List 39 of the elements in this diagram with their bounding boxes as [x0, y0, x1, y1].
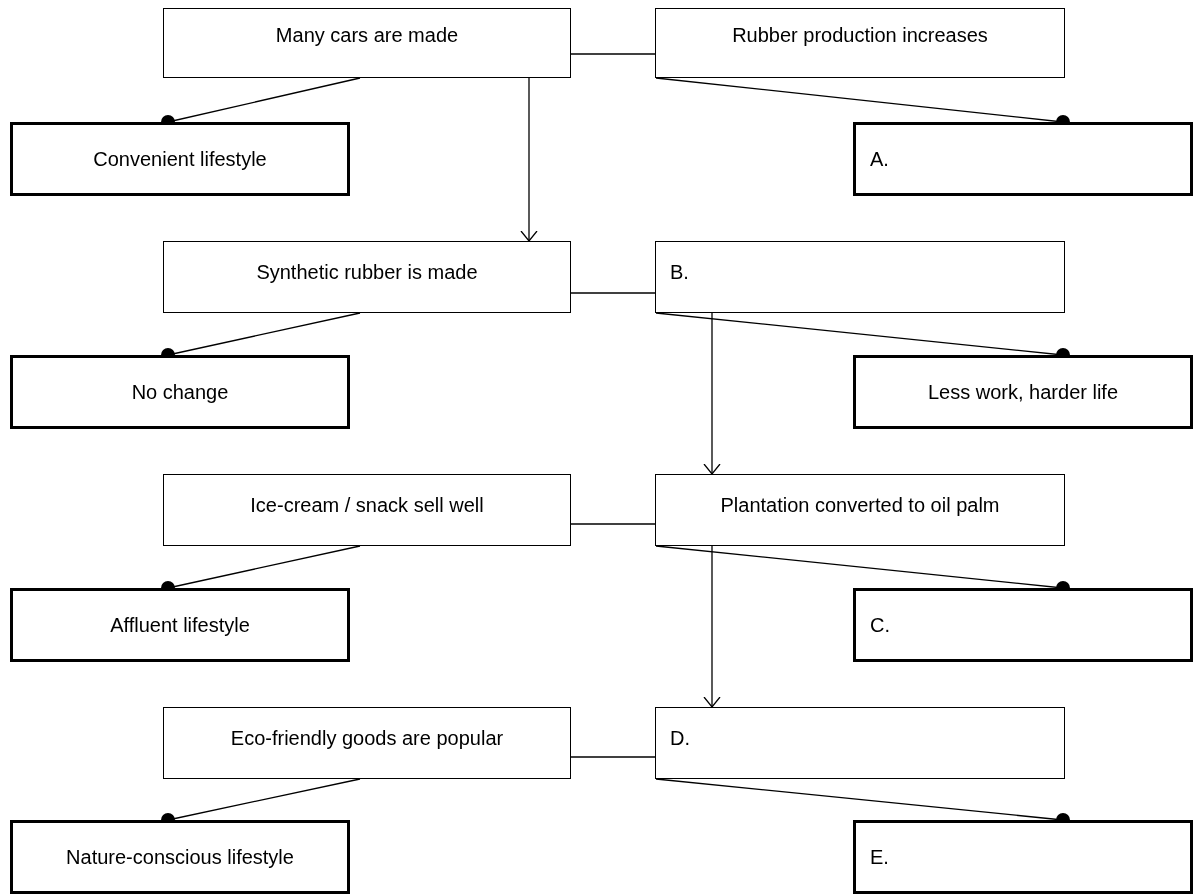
box-text: Rubber production increases: [731, 23, 989, 47]
box-text: C.: [870, 613, 891, 637]
connector-line: [570, 756, 656, 758]
outcome-box: [853, 122, 1193, 196]
connector-line: [570, 292, 656, 294]
outcome-box: [10, 820, 350, 894]
box-text: Eco-friendly goods are popular: [229, 726, 505, 750]
cause-box: [163, 474, 571, 546]
cause-box: [655, 474, 1065, 546]
outcome-box: [10, 588, 350, 662]
outcome-box: [853, 355, 1193, 429]
box-text: A.: [870, 147, 890, 171]
outcome-box: [853, 820, 1193, 894]
cause-box: [655, 8, 1065, 78]
box-text: Many cars are made: [274, 23, 460, 47]
box-text: Less work, harder life: [926, 380, 1120, 404]
arrow: [520, 77, 538, 242]
outcome-box: [10, 122, 350, 196]
box-text: No change: [130, 380, 230, 404]
cause-box: [655, 241, 1065, 313]
connector-line: [570, 523, 656, 525]
box-text: Nature-conscious lifestyle: [65, 845, 295, 869]
cause-box: [655, 707, 1065, 779]
box-text: B.: [670, 260, 690, 284]
box-text: D.: [670, 726, 691, 750]
box-text: Convenient lifestyle: [92, 147, 268, 171]
cause-box: [163, 707, 571, 779]
outcome-box: [10, 355, 350, 429]
box-text: Affluent lifestyle: [109, 613, 251, 637]
box-text: Plantation converted to oil palm: [719, 493, 1001, 517]
arrow: [703, 312, 721, 475]
box-text: Ice-cream / snack sell well: [249, 493, 485, 517]
outcome-box: [853, 588, 1193, 662]
cause-box: [163, 241, 571, 313]
box-text: Synthetic rubber is made: [255, 260, 479, 284]
cause-box: [163, 8, 571, 78]
arrow: [703, 545, 721, 708]
box-text: E.: [870, 845, 890, 869]
connector-line: [570, 53, 656, 55]
